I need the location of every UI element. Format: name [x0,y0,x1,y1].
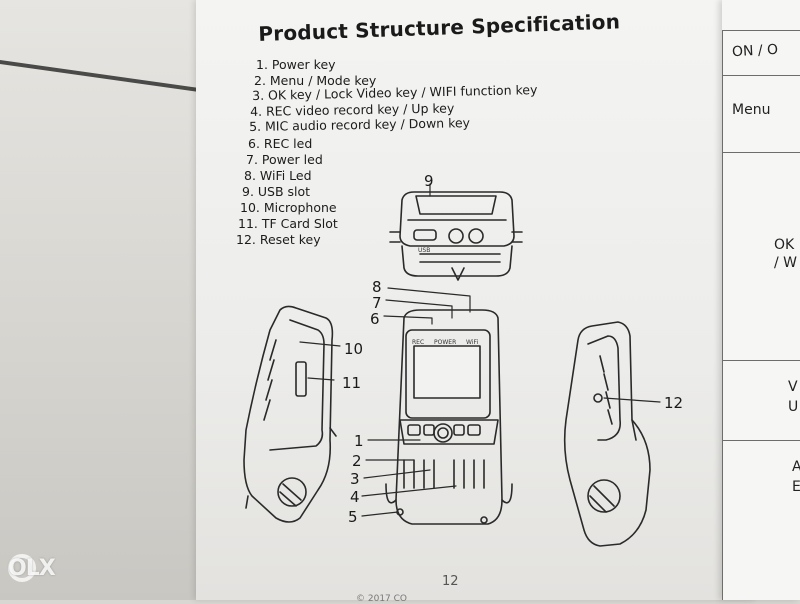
table-cell: Menu [732,102,771,118]
rec-led-label: REC [412,339,424,346]
table-cell: V [788,379,798,395]
table-row: Menu [722,75,800,156]
power-led-label: POWER [434,339,456,346]
device-front-view [385,309,513,525]
callout-3: 3 [350,470,360,488]
table-border [722,30,723,600]
callout-9: 9 [424,172,434,190]
table-row: V U [722,360,800,441]
callout-6: 6 [370,310,380,328]
table-cell: OK [774,237,795,253]
callout-1: 1 [354,432,364,450]
usb-label: USB [418,247,430,254]
wifi-led-label: WiFi [466,339,478,346]
callout-lines [299,183,661,517]
callout-7: 7 [372,294,382,312]
callout-8: 8 [372,278,382,296]
device-left-side-view [243,305,337,523]
olx-watermark: OLX [8,556,56,581]
page-number: 12 [442,574,459,589]
callout-4: 4 [350,488,360,506]
device-right-side-view [563,321,651,547]
callout-10: 10 [344,340,364,358]
callout-2: 2 [352,452,362,470]
table-row: ON / O [722,30,800,71]
callout-11: 11 [342,374,362,392]
table-cell: / W [774,255,798,271]
table-cell: U [788,399,799,415]
olx-watermark-icon [8,554,36,582]
table-cell: A [792,459,800,475]
callout-12: 12 [664,394,684,412]
right-page-table: ON / O Menu OK / W V U A E [722,0,800,600]
table-cell: E [792,479,800,495]
device-top-view [389,191,523,281]
table-row: A E [722,440,800,521]
table-row: OK / W [722,152,800,303]
callout-5: 5 [348,508,358,526]
copyright-text: © 2017 CO [356,594,407,604]
